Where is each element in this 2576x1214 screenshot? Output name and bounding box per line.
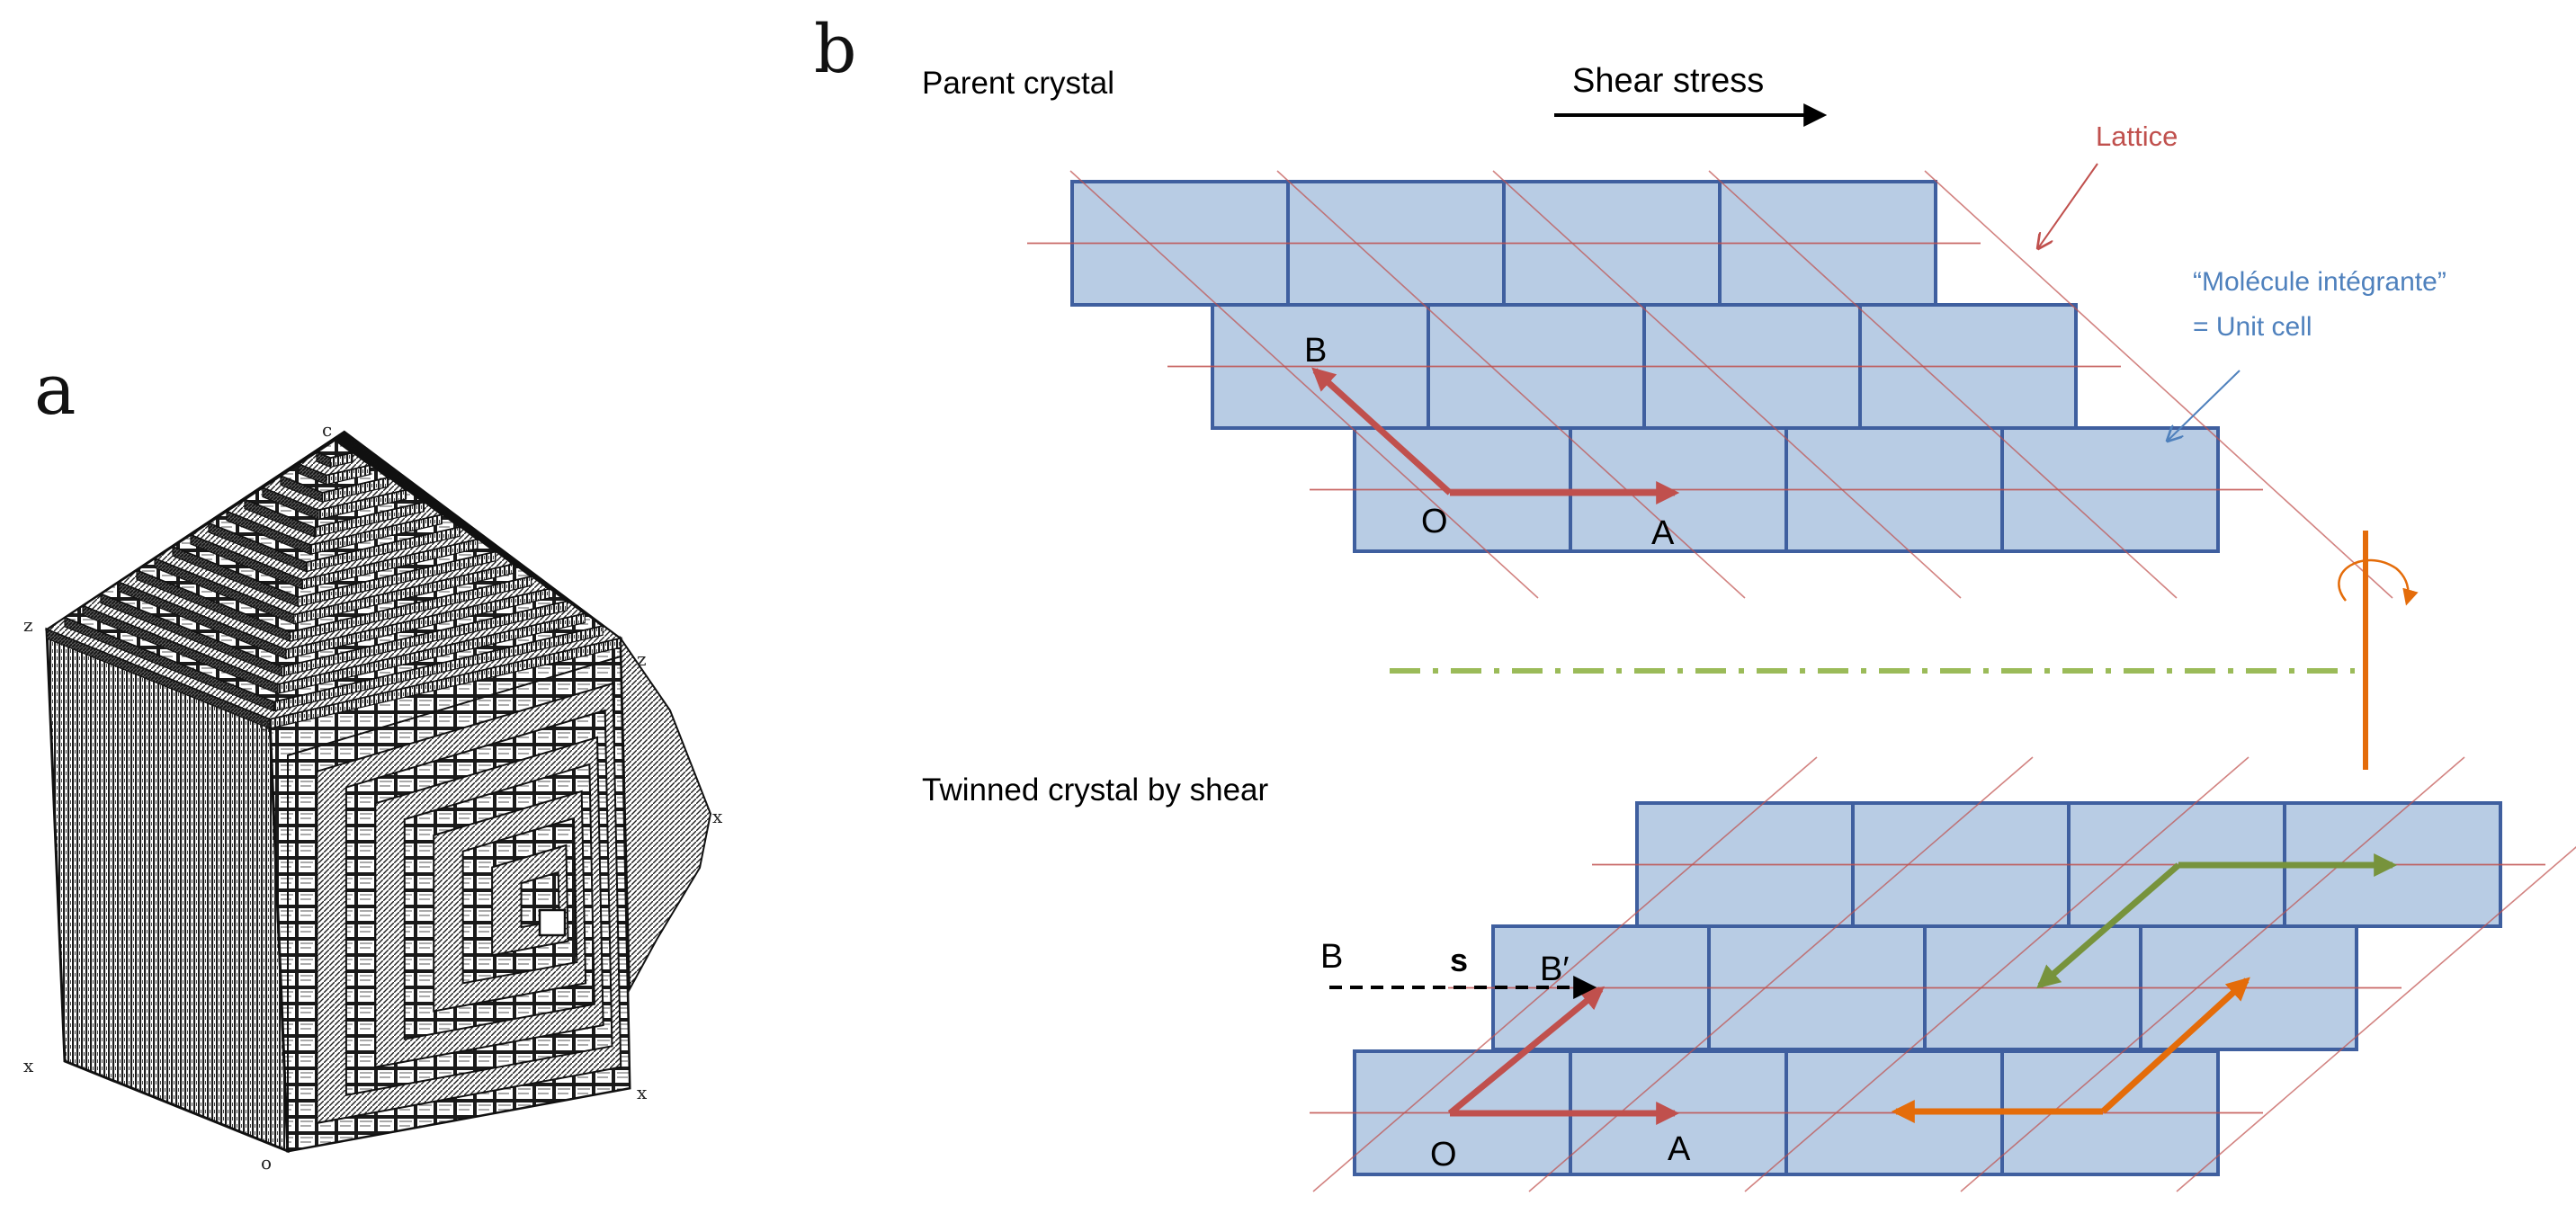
pyramid-riser-right	[281, 600, 568, 677]
green-vector-diagonal	[2036, 862, 2181, 989]
panel-b-letter: b	[814, 11, 856, 88]
bottom-point-o: O	[1430, 1136, 1457, 1174]
molecule-label: “Molécule intégrante”	[2193, 267, 2446, 297]
engraving-letter-front: o	[259, 713, 270, 735]
orange-vector-diagonal	[2100, 977, 2250, 1114]
engraving-letter-side: x	[712, 806, 723, 827]
engraving-letter-bottom-left: x	[23, 1055, 34, 1076]
face-center-cube	[538, 908, 567, 937]
lattice-diagonal-line	[1528, 756, 2034, 1192]
top-point-b: B	[1304, 332, 1327, 370]
unit-cell-pointer	[2168, 370, 2241, 441]
parent-lattice-overlay	[1027, 170, 2393, 599]
engraving-letter-left: z	[23, 614, 33, 636]
unit-cell-label: = Unit cell	[2193, 312, 2312, 342]
pyramid-riser-right	[309, 513, 443, 556]
pyramid-riser-right	[277, 612, 586, 695]
bottom-point-b: B	[1320, 938, 1343, 976]
shear-s-label: s	[1450, 942, 1468, 978]
engraving-letter-top: c	[322, 419, 332, 441]
pyramid-riser-right	[293, 563, 514, 625]
pyramid-riser-right	[329, 451, 353, 469]
panel-a: a c z z x x x o o	[23, 350, 723, 1174]
panel-b: b Parent crystal Shear stress Lattice “M…	[814, 11, 2576, 1192]
shear-stress-label: Shear stress	[1572, 62, 1764, 100]
pyramid-riser-right	[285, 588, 550, 660]
engraving-letter-bottom-right: x	[637, 1082, 648, 1103]
stepped-cube-engraving: c z z x x x o o	[23, 419, 723, 1174]
pyramid-riser-right	[301, 539, 479, 590]
bottom-point-b-prime: B′	[1540, 951, 1569, 988]
pyramid-riser-right	[313, 501, 425, 538]
top-vector-ob	[1311, 367, 1453, 495]
pyramid-riser-right	[326, 464, 371, 486]
lattice-pointer	[2038, 163, 2098, 248]
lattice-diagonal-line	[1960, 756, 2465, 1192]
pyramid-riser-right	[318, 489, 407, 521]
pyramid-riser-right	[321, 477, 389, 503]
lattice-diagonal-line	[1069, 170, 1539, 599]
top-point-o: O	[1421, 503, 1448, 540]
parent-crystal-title: Parent crystal	[922, 66, 1114, 101]
lattice-diagonal-line	[1276, 170, 1746, 599]
face-steps	[287, 655, 631, 1153]
lattice-label: Lattice	[2096, 121, 2178, 152]
lattice-diagonal-line	[1312, 756, 1818, 1192]
pyramid-riser-right	[289, 576, 532, 642]
lattice-diagonal-line	[1492, 170, 1962, 599]
pyramid-riser-right	[297, 550, 496, 608]
bottom-vector-ob-prime	[1447, 986, 1606, 1116]
lattice-diagonal-line	[1924, 170, 2393, 599]
bottom-point-a: A	[1668, 1130, 1691, 1168]
lattice-diagonal-line	[1708, 170, 2178, 599]
panel-a-letter: a	[34, 350, 76, 431]
top-point-a: A	[1651, 514, 1675, 552]
pyramid-steps	[44, 430, 623, 729]
engraving-letter-base: o	[261, 1152, 272, 1174]
pyramid-riser-right	[305, 526, 461, 573]
rotation-arrow-icon	[2338, 558, 2419, 606]
engraving-letter-right: z	[637, 648, 647, 670]
lattice-diagonal-line	[1744, 756, 2250, 1192]
cube-side-steps	[619, 635, 712, 993]
pyramid-riser-right	[273, 625, 604, 712]
twinned-crystal-title: Twinned crystal by shear	[922, 772, 1269, 808]
lattice-diagonal-line	[2176, 845, 2576, 1192]
